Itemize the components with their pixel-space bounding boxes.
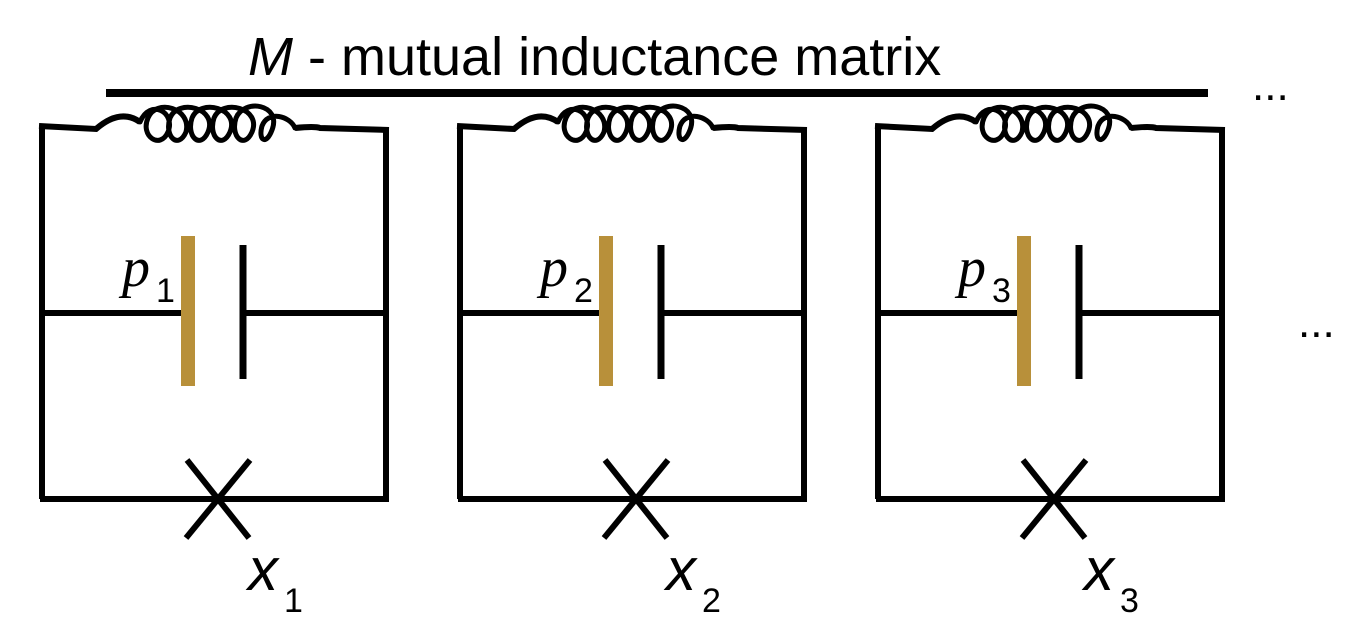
title-separator: -	[293, 27, 341, 87]
x-symbol: x	[245, 536, 280, 603]
x-subscript: 2	[702, 582, 721, 620]
inductor-coil	[137, 103, 298, 143]
title-symbol: M	[248, 27, 293, 87]
circuit-wires	[874, 113, 1226, 502]
p-subscript: 3	[992, 272, 1011, 310]
title-text: mutual inductance matrix	[341, 27, 941, 87]
ellipsis-top: ...	[1252, 61, 1289, 110]
p-symbol: p	[954, 237, 986, 299]
p-symbol: p	[536, 237, 568, 299]
p-subscript: 1	[156, 272, 175, 310]
x-subscript: 3	[1120, 582, 1139, 620]
diagram-title: M - mutual inductance matrix	[248, 27, 941, 87]
josephson-junction-cross-b	[601, 458, 671, 540]
p-symbol: p	[118, 237, 150, 299]
x-symbol: x	[663, 536, 698, 603]
ellipsis-middle: ...	[1298, 298, 1335, 347]
circuit-wires	[456, 113, 808, 502]
inductor-coil	[973, 103, 1134, 143]
josephson-junction-cross-b	[183, 458, 253, 540]
josephson-junction-cross-b	[1019, 458, 1089, 540]
inductor-coil	[555, 103, 716, 143]
x-symbol: x	[1081, 536, 1116, 603]
p-subscript: 2	[574, 272, 593, 310]
x-subscript: 1	[284, 582, 303, 620]
circuit-wires	[38, 113, 390, 502]
